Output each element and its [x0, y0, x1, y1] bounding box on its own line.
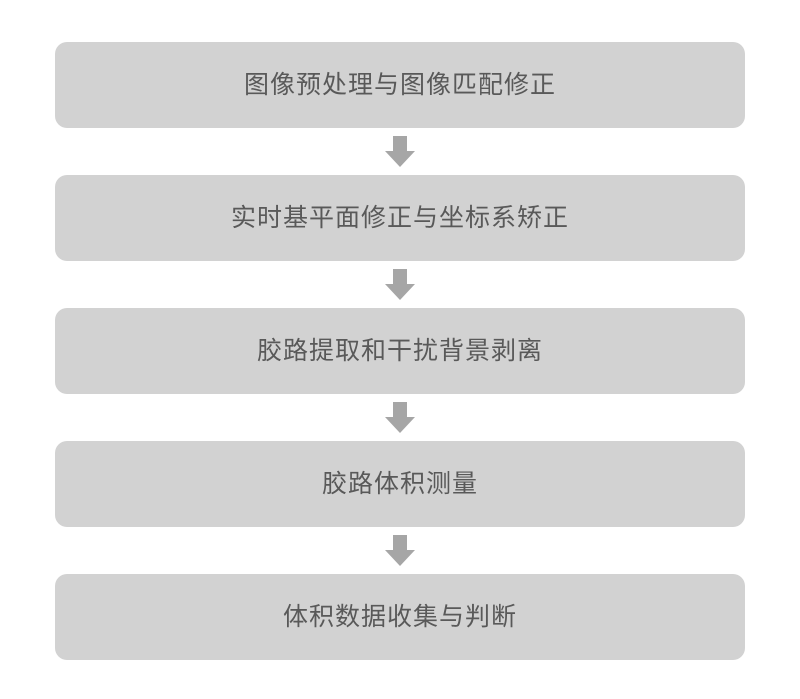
flow-step-glue-path-extraction: 胶路提取和干扰背景剥离 — [55, 308, 745, 394]
flowchart: 图像预处理与图像匹配修正 实时基平面修正与坐标系矫正 胶路提取和干扰背景剥离 胶… — [55, 0, 745, 660]
flow-step-label: 实时基平面修正与坐标系矫正 — [230, 203, 569, 232]
arrow-head — [385, 550, 415, 566]
down-arrow-icon — [55, 527, 745, 574]
arrow-shaft — [393, 269, 407, 284]
arrow-shaft — [393, 535, 407, 550]
flow-step-image-preprocessing: 图像预处理与图像匹配修正 — [55, 42, 745, 128]
flow-step-baseplane-correction: 实时基平面修正与坐标系矫正 — [55, 175, 745, 261]
arrow-shaft — [393, 402, 407, 417]
flow-step-volume-measurement: 胶路体积测量 — [55, 441, 745, 527]
arrow-head — [385, 151, 415, 167]
flow-step-label: 胶路提取和干扰背景剥离 — [256, 336, 543, 365]
flow-step-data-collection-judgment: 体积数据收集与判断 — [55, 574, 745, 660]
flow-step-label: 图像预处理与图像匹配修正 — [243, 70, 556, 99]
down-arrow-icon — [55, 394, 745, 441]
arrow-shaft — [393, 136, 407, 151]
down-arrow-icon — [55, 261, 745, 308]
arrow-head — [385, 417, 415, 433]
down-arrow-icon — [55, 128, 745, 175]
flow-step-label: 体积数据收集与判断 — [282, 602, 517, 631]
flow-step-label: 胶路体积测量 — [321, 469, 478, 498]
arrow-head — [385, 284, 415, 300]
